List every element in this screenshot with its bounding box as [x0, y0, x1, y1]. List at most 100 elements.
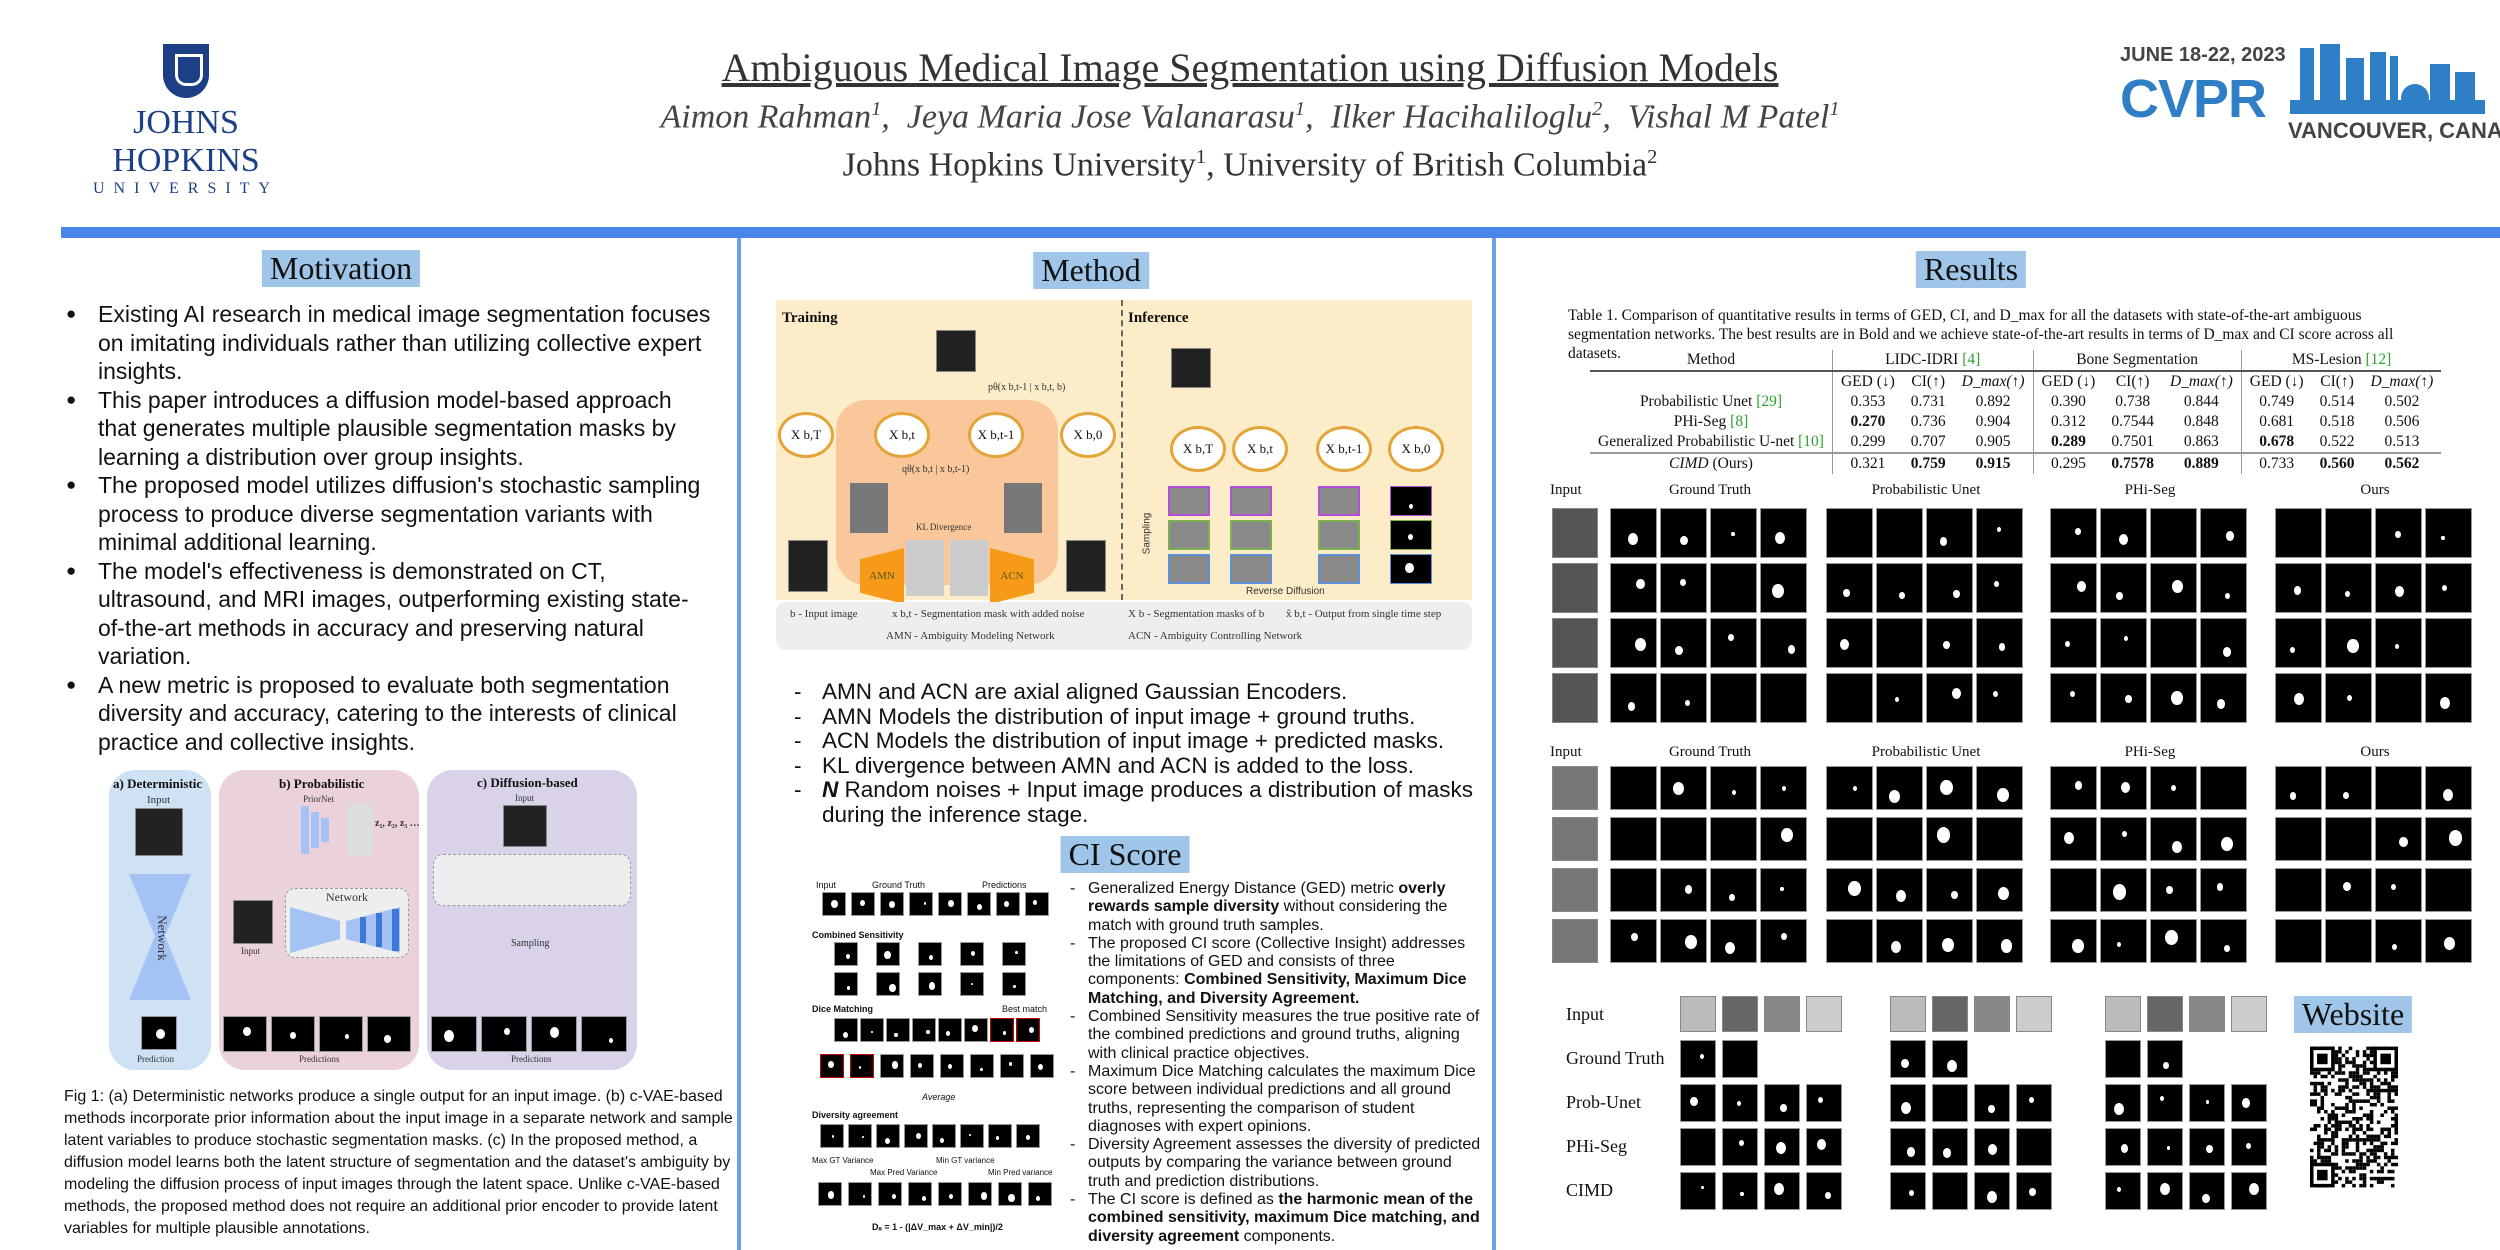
ci-score-heading: CI Score	[1060, 836, 1190, 873]
value-cell: 0.7578	[2111, 455, 2154, 472]
method-ref: [10]	[1798, 433, 1824, 450]
segmentation-mask	[2275, 508, 2322, 558]
input-image	[1552, 508, 1598, 558]
segmentation-mask	[878, 1182, 902, 1206]
segmentation-mask	[1876, 618, 1923, 668]
segmentation-mask	[2425, 618, 2472, 668]
segmentation-mask	[1974, 1172, 2010, 1210]
metric-header: CI(↑)	[1911, 373, 1945, 390]
segmentation-mask	[1760, 817, 1807, 861]
diagram-separator	[1121, 300, 1123, 600]
legend-item: x b,t - Segmentation mask with added noi…	[892, 608, 1085, 620]
ci-score-bullets: Generalized Energy Distance (GED) metric…	[1068, 880, 1488, 1246]
input-image	[936, 330, 976, 372]
website-qr-code[interactable]	[2310, 1046, 2398, 1188]
segmentation-mask	[1760, 919, 1807, 963]
diffusion-chain	[433, 854, 631, 906]
segmentation-mask	[319, 1016, 363, 1052]
segmentation-mask	[1710, 618, 1757, 668]
priornet-label: PriorNet	[303, 794, 334, 804]
value-cell: 0.678	[2240, 432, 2312, 453]
segmentation-mask	[2375, 508, 2422, 558]
input-image	[2231, 996, 2267, 1032]
segmentation-mask	[1710, 868, 1757, 912]
bullet-text: components.	[1239, 1227, 1336, 1245]
ci-bullet: The proposed CI score (Collective Insigh…	[1068, 935, 1488, 1008]
segmentation-mask	[2200, 766, 2247, 810]
fig-label: Input	[816, 880, 837, 890]
segmentation-mask	[2100, 817, 2147, 861]
input-image	[1932, 996, 1968, 1032]
method-name: Generalized Probabilistic U-net	[1598, 433, 1795, 450]
segmentation-mask	[1660, 508, 1707, 558]
segmentation-mask	[271, 1016, 315, 1052]
panel-diffusion: c) Diffusion-based Input Sampling Predic…	[427, 770, 637, 1070]
value-cell: 0.892	[1975, 393, 2011, 410]
segmentation-mask	[2375, 673, 2422, 723]
segmentation-mask	[1974, 1084, 2010, 1122]
segmentation-mask	[1760, 766, 1807, 810]
segmentation-mask	[2105, 1040, 2141, 1078]
figure-1-caption: Fig 1: (a) Deterministic networks produc…	[64, 1088, 733, 1237]
segmentation-mask	[2200, 673, 2247, 723]
segmentation-mask	[2275, 868, 2322, 912]
grid-label: Prob-Unet	[1566, 1092, 1641, 1112]
segmentation-mask	[581, 1016, 627, 1052]
segmentation-mask	[2231, 1084, 2267, 1122]
segmentation-mask	[998, 1182, 1022, 1206]
sampling-label: Sampling	[511, 938, 550, 949]
dataset-name: MS-Lesion	[2291, 351, 2362, 368]
segmentation-mask	[834, 942, 858, 966]
node-xT: X b,T	[778, 412, 834, 458]
segmentation-mask	[848, 1182, 872, 1206]
node-xt: X b,t	[1232, 426, 1288, 472]
segmentation-mask	[1876, 563, 1923, 613]
ci-bullet: Generalized Energy Distance (GED) metric…	[1068, 880, 1488, 935]
segmentation-mask	[1926, 618, 1973, 668]
value-cell: 0.736	[1910, 413, 1946, 430]
legend-item: ACN - Ambiguity Controlling Network	[1128, 630, 1303, 642]
jhu-logo: JOHNS HOPKINS UNIVERSITY	[66, 44, 306, 198]
motivation-bullet: The proposed model utilizes diffusion's …	[64, 471, 714, 557]
segmentation-mask	[2150, 508, 2197, 558]
segmentation-mask	[1660, 868, 1707, 912]
value-cell: 0.513	[2384, 433, 2420, 450]
segmentation-mask	[1002, 942, 1026, 966]
value-cell: 0.560	[2319, 455, 2355, 472]
segmentation-mask	[2150, 673, 2197, 723]
reverse-diffusion-label: Reverse Diffusion	[1246, 586, 1325, 597]
segmentation-mask	[2275, 618, 2322, 668]
author-list: Aimon Rahman1, Jeya Maria Jose Valanaras…	[660, 98, 1840, 136]
value-cell: 0.904	[1975, 413, 2011, 430]
segmentation-mask	[1826, 766, 1873, 810]
segmentation-mask	[938, 892, 962, 916]
segmentation-mask	[2425, 919, 2472, 963]
segmentation-mask	[1660, 673, 1707, 723]
input-image	[1171, 348, 1211, 388]
legend-item: b - Input image	[790, 608, 858, 620]
method-bullet: AMN and ACN are axial aligned Gaussian E…	[788, 679, 1478, 705]
segmentation-mask	[223, 1016, 267, 1052]
segmentation-mask	[1710, 766, 1757, 810]
noisy-sample	[1230, 520, 1272, 550]
segmentation-mask	[2105, 1172, 2141, 1210]
network-hourglass-icon	[129, 874, 191, 1000]
node-x0: X b,0	[1388, 426, 1444, 472]
segmentation-mask	[2050, 817, 2097, 861]
input-label: Input	[147, 794, 171, 806]
segmentation-mask	[1764, 1084, 1800, 1122]
segmentation-mask	[1890, 1128, 1926, 1166]
segmentation-mask	[2200, 868, 2247, 912]
value-cell: 0.915	[1975, 455, 2011, 472]
value-cell: 0.7544	[2111, 413, 2154, 430]
input-image	[1552, 868, 1598, 912]
segmentation-mask	[481, 1016, 527, 1052]
grid-label: Probabilistic Unet	[1871, 482, 1981, 498]
segmentation-mask	[960, 1124, 984, 1148]
segmentation-mask	[834, 1018, 858, 1042]
segmentation-mask	[876, 972, 900, 996]
input-image	[1680, 996, 1716, 1032]
grid-label: Ground Truth	[1668, 482, 1752, 498]
segmentation-mask	[367, 1016, 411, 1052]
